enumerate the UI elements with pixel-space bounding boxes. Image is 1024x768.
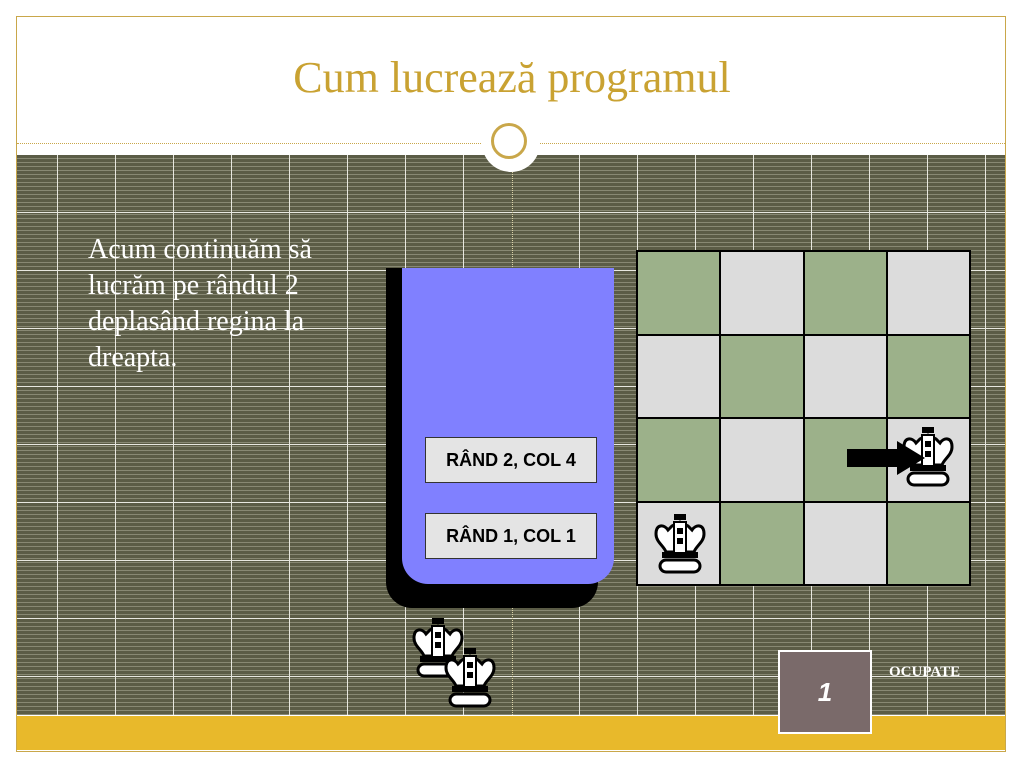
board-cell: [804, 335, 886, 417]
board-cell: [721, 335, 803, 417]
board-cell: [887, 502, 969, 584]
queen-icon: [444, 648, 496, 708]
board-cell: [721, 419, 803, 501]
arrow-right-icon: [847, 441, 925, 475]
explanation-text: Acum continuăm să lucrăm pe rândul 2 dep…: [88, 234, 312, 373]
board-cell: [804, 252, 886, 334]
board-cell: [638, 335, 720, 417]
board-cell: [638, 252, 720, 334]
slide-frame: [16, 16, 1006, 752]
title-ornament-ring: [491, 123, 527, 159]
board-cell: [638, 419, 720, 501]
board-cell: [804, 502, 886, 584]
board-cell: [721, 502, 803, 584]
slide-title: Cum lucrează programul: [293, 53, 731, 102]
board-cell: [721, 252, 803, 334]
stack-item-top: RÂND 2, COL 4: [425, 437, 597, 483]
board-cell: [887, 252, 969, 334]
board-cell: [887, 335, 969, 417]
stack-item-bottom: RÂND 1, COL 1: [425, 513, 597, 559]
occupied-counter: 1: [778, 650, 872, 734]
queen-icon: [654, 514, 706, 574]
occupied-label: OCUPATE: [889, 664, 961, 680]
